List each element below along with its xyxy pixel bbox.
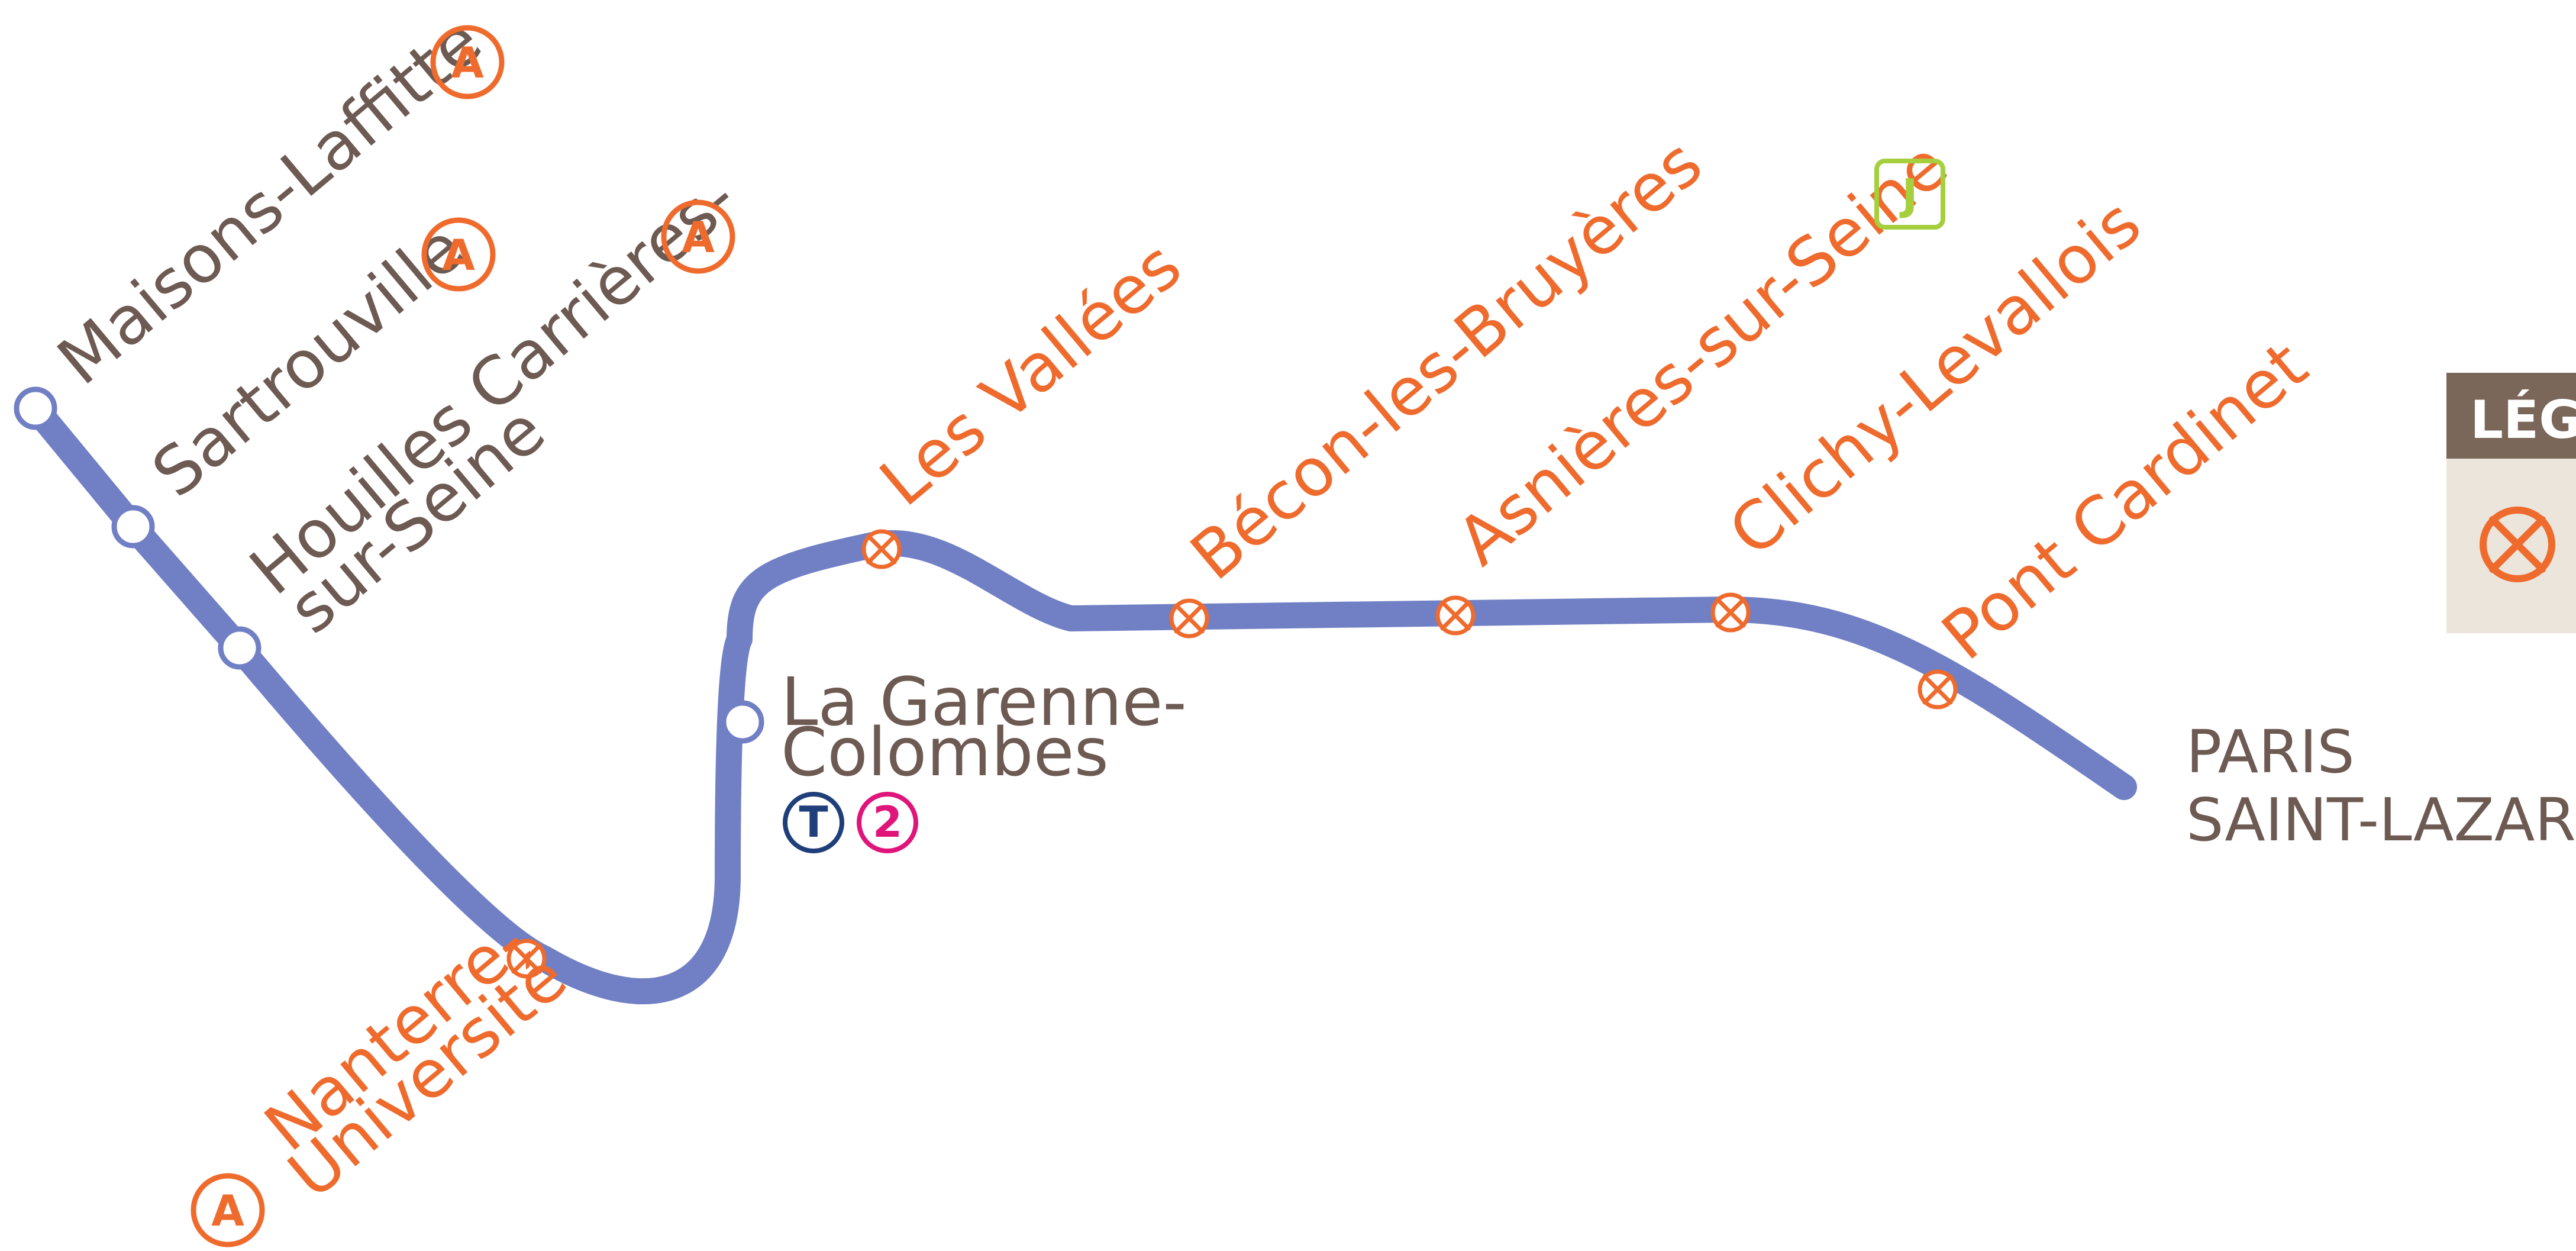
station-label-line2: Colombes bbox=[781, 714, 1109, 791]
closed-station-icon bbox=[864, 531, 899, 567]
rer-a-badge: A bbox=[191, 1173, 265, 1247]
station-label-line1: La Garenne- bbox=[781, 664, 1187, 741]
closed-station-icon bbox=[1713, 595, 1748, 630]
rer-a-badge: A bbox=[430, 25, 505, 99]
svg-text:A: A bbox=[211, 1186, 244, 1236]
open-station-marker bbox=[721, 700, 764, 744]
svg-text:A: A bbox=[442, 230, 475, 280]
line-j-badge: J bbox=[1874, 159, 1945, 230]
svg-text:A: A bbox=[682, 212, 715, 262]
closed-station-icon bbox=[1438, 598, 1473, 633]
t2-badge: 2 bbox=[857, 792, 918, 853]
open-station-marker bbox=[111, 505, 155, 549]
svg-text:2: 2 bbox=[873, 797, 902, 847]
legend-header bbox=[2446, 373, 2576, 459]
open-station-marker bbox=[14, 386, 57, 430]
tram-badge: T bbox=[783, 792, 844, 853]
station-label: Maisons-Laffitte bbox=[44, 3, 496, 400]
closed-station-icon bbox=[1920, 672, 1955, 707]
svg-text:J: J bbox=[1899, 170, 1918, 220]
terminus-label-line2: SAINT-LAZARE bbox=[2186, 785, 2576, 855]
station-label: Les Vallées bbox=[866, 227, 1196, 521]
station-la-garenne-colombes[interactable]: La Garenne- Colombes T 2 bbox=[721, 664, 1187, 853]
legend-title: LÉG bbox=[2470, 389, 2576, 450]
rer-a-badge: A bbox=[661, 199, 735, 274]
open-station-marker bbox=[218, 626, 262, 670]
closed-station-icon bbox=[1171, 601, 1207, 636]
terminus-paris-saint-lazare[interactable]: PARIS SAINT-LAZARE bbox=[2186, 717, 2576, 855]
station-les-vallees[interactable]: Les Vallées bbox=[864, 227, 1196, 567]
station-nanterre-universite[interactable]: Nanterre- Université A bbox=[191, 904, 581, 1247]
svg-text:T: T bbox=[799, 797, 828, 847]
terminus-label-line1: PARIS bbox=[2186, 717, 2355, 786]
svg-text:A: A bbox=[451, 38, 484, 88]
closed-station-icon bbox=[2480, 507, 2555, 582]
rail-line bbox=[22, 395, 2137, 1005]
legend-panel: LÉG bbox=[2446, 373, 2576, 633]
rer-a-badge: A bbox=[421, 217, 496, 292]
